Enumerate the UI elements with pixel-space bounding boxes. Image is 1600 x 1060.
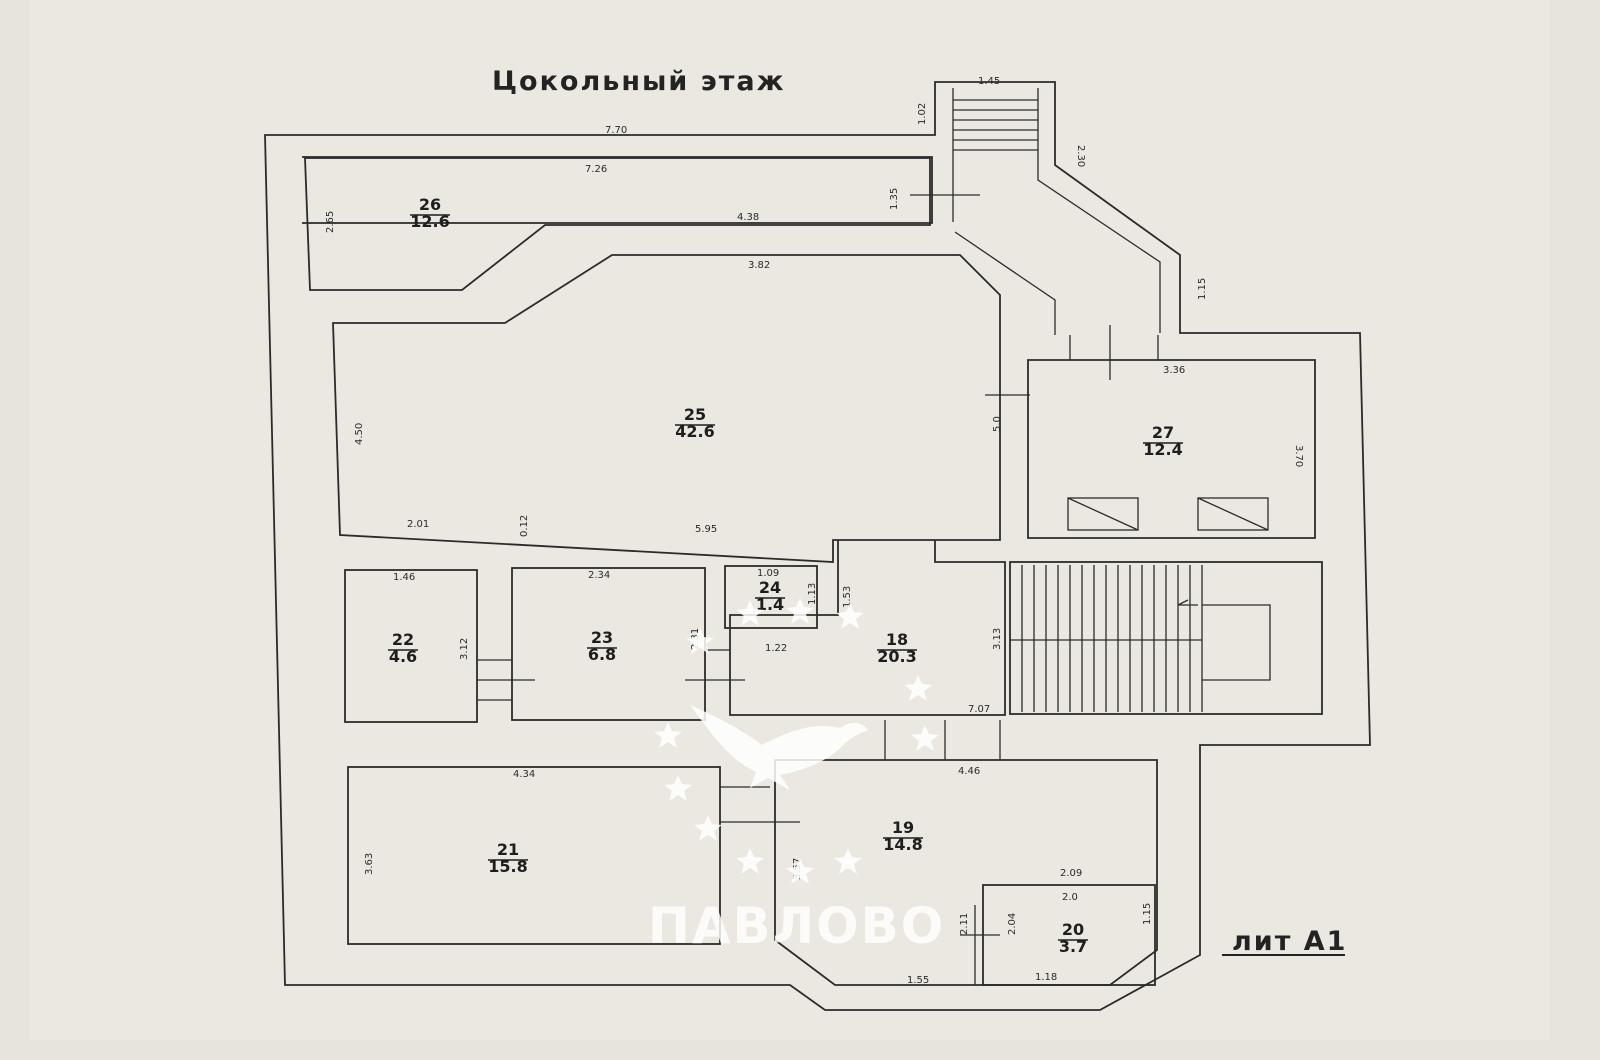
room-24-outline [724,565,818,629]
room-21-label: 21 15.8 [488,840,528,876]
room-27-outline [1027,325,1316,539]
dim-1-55: 1.55 [907,975,929,986]
room-27-number: 27 [1152,423,1174,442]
dim-1-15-top: 1.15 [1197,278,1208,300]
dim-1-53: 1.53 [842,586,853,608]
room-23-number: 23 [591,628,613,647]
paper-page [30,0,1550,1040]
room-21-area: 15.8 [488,857,527,876]
dim-2-11: 2.11 [959,913,970,935]
dim-1-09: 1.09 [757,568,779,579]
plan-title: Цокольный этаж [492,66,785,97]
dim-2-09: 2.09 [1060,868,1082,879]
room-25-label: 25 42.6 [675,405,715,441]
dim-0-12: 0.12 [519,515,530,537]
watermark-stars [654,598,939,884]
dim-1-15-bottom: 1.15 [1142,903,1153,925]
building-label-text: лит А1 [1232,926,1347,957]
room-24-label: 24 1.4 [755,578,785,614]
agency-watermark: ПАВЛОВО [648,598,945,955]
room-19-number: 19 [892,818,914,837]
room-26-outline [304,157,931,291]
dim-3-36: 3.36 [1163,365,1185,376]
dim-1-02: 1.02 [917,103,928,125]
dim-3-13: 3.13 [992,628,1003,650]
building-label: лит А1 [1222,926,1347,957]
dim-3-12: 3.12 [459,638,470,660]
room-20-label: 20 3.7 [1058,920,1088,956]
entry-stairs [910,88,1161,333]
dim-3-82: 3.82 [748,260,770,271]
room-22-number: 22 [392,630,414,649]
room-22-area: 4.6 [389,647,417,666]
room-26-area: 12.6 [410,212,449,231]
room-20-number: 20 [1062,920,1084,939]
room-18-outline [729,540,1006,716]
room-18-area: 20.3 [877,647,916,666]
room-21-outline [347,766,721,945]
room-26-label: 26 12.6 [410,195,450,231]
dim-7-70: 7.70 [605,125,627,136]
boiler-unit-2 [1197,497,1269,531]
room-23-label: 23 6.8 [587,628,617,664]
boiler-unit-1 [1067,497,1139,531]
outer-walls [264,81,1371,1011]
room-21-number: 21 [497,840,519,859]
dim-1-45: 1.45 [978,76,1000,87]
dim-3-63: 3.63 [364,853,375,875]
dim-2-04: 2.04 [1007,913,1018,935]
dim-2-34: 2.34 [588,570,610,581]
room-27-label: 27 12.4 [1143,423,1183,459]
room-25-area: 42.6 [675,422,714,441]
dim-1-46: 1.46 [393,572,415,583]
dim-4-46: 4.46 [958,766,980,777]
room-22-label: 22 4.6 [388,630,418,666]
room-24-area: 1.4 [756,595,784,614]
dim-3-70: 3.70 [1293,445,1304,467]
interior-staircase [1009,561,1323,715]
dim-5-95: 5.95 [695,524,717,535]
room-19-area: 14.8 [883,835,922,854]
room-25-number: 25 [684,405,706,424]
dim-1-13: 1.13 [807,583,818,605]
dim-2-65: 2.65 [325,211,336,233]
dim-2-01: 2.01 [407,519,429,530]
room-23-area: 6.8 [588,645,616,664]
room-18-number: 18 [886,630,908,649]
dimension-labels: 7.70 1.45 1.02 2.30 7.26 1.35 2.65 4.38 … [325,76,1304,986]
dim-7-07: 7.07 [968,704,990,715]
room-27-area: 12.4 [1143,440,1182,459]
dim-4-34: 4.34 [513,769,535,780]
dim-1-35: 1.35 [889,188,900,210]
room-labels: 26 12.6 25 42.6 27 12.4 22 4.6 23 6.8 24… [388,195,1183,956]
room-20-area: 3.7 [1059,937,1087,956]
room-18-label: 18 20.3 [877,630,917,666]
room-24-number: 24 [759,578,781,597]
dim-4-50: 4.50 [354,423,365,445]
watermark-text: ПАВЛОВО [648,897,945,955]
room-26-number: 26 [419,195,441,214]
dim-7-26: 7.26 [585,164,607,175]
dim-5-0: 5.0 [992,416,1003,432]
dove-icon [690,705,868,790]
dim-2-30: 2.30 [1075,145,1086,167]
room-25-outline [332,231,1056,563]
dim-2-0: 2.0 [1062,892,1078,903]
dim-1-22: 1.22 [765,643,787,654]
dim-4-38: 4.38 [737,212,759,223]
room-22-outline [344,569,478,723]
room-19-label: 19 14.8 [883,818,923,854]
dim-1-18: 1.18 [1035,972,1057,983]
